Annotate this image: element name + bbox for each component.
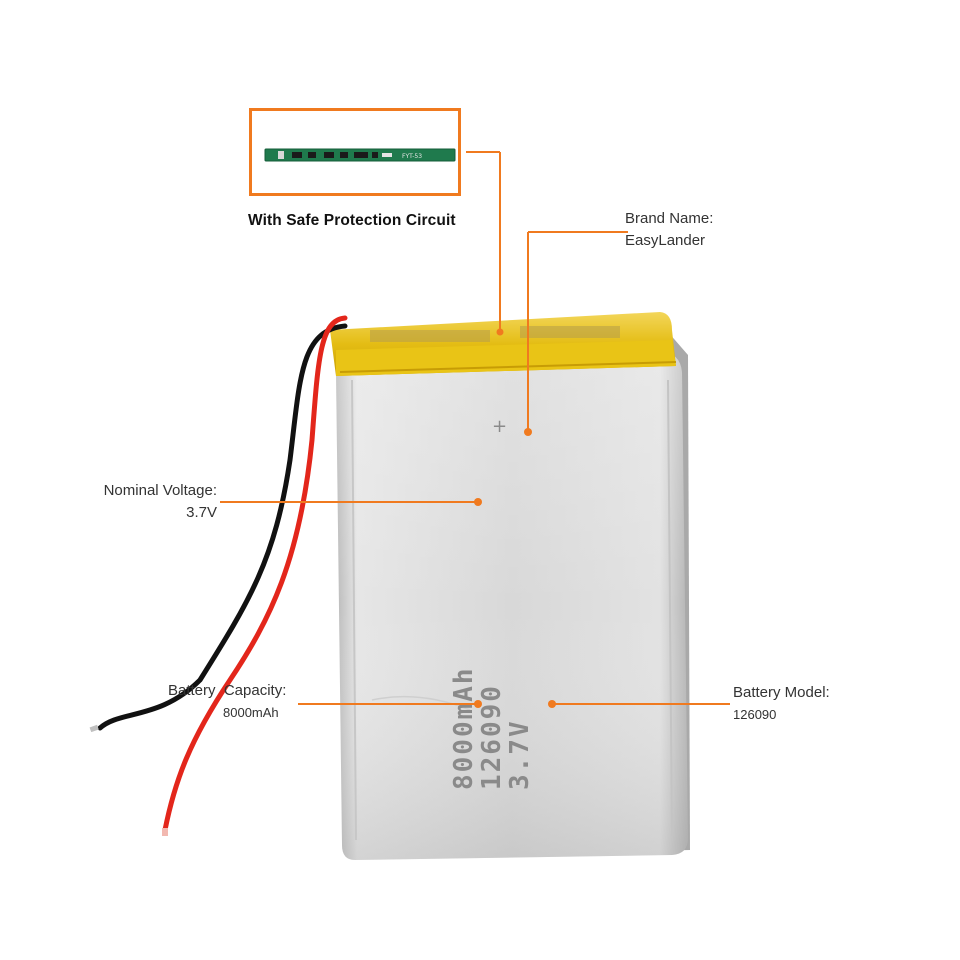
capacity-value: 8000mAh [223, 705, 279, 720]
capacity-title: Battery Capacity: [168, 682, 287, 699]
capacity-callout: Battery Capacity: 8000mAh [168, 680, 286, 724]
capacity-callout-dot [474, 700, 482, 708]
brand-callout-dot [524, 428, 532, 436]
battery-print-line: 126090 [477, 684, 507, 790]
model-value: 126090 [733, 707, 777, 722]
battery-print-line: 3.7V [505, 719, 535, 790]
voltage-value: 3.7V [186, 504, 217, 521]
pcb-label: FYT-53 [402, 153, 422, 160]
pcb-image: FYT-53 [264, 148, 456, 162]
voltage-title: Nominal Voltage: [103, 482, 217, 499]
model-title: Battery Model: [733, 684, 830, 701]
protection-circuit-inset: FYT-53 [249, 108, 461, 196]
svg-text:+: + [492, 416, 507, 437]
model-callout: Battery Model: 126090 [733, 682, 830, 726]
voltage-callout-dot [474, 498, 482, 506]
model-callout-dot [548, 700, 556, 708]
brand-callout: Brand Name: EasyLander [625, 208, 713, 252]
battery-print: 3.7V 126090 8000mAh [449, 666, 535, 790]
brand-value: EasyLander [625, 232, 706, 249]
red-wire [162, 315, 348, 833]
inset-caption: With Safe Protection Circuit [248, 212, 456, 229]
voltage-callout: Nominal Voltage: 3.7V [91, 480, 217, 524]
brand-title: Brand Name: [625, 210, 714, 227]
black-wire [97, 323, 348, 731]
battery-print-line: 8000mAh [449, 666, 479, 790]
